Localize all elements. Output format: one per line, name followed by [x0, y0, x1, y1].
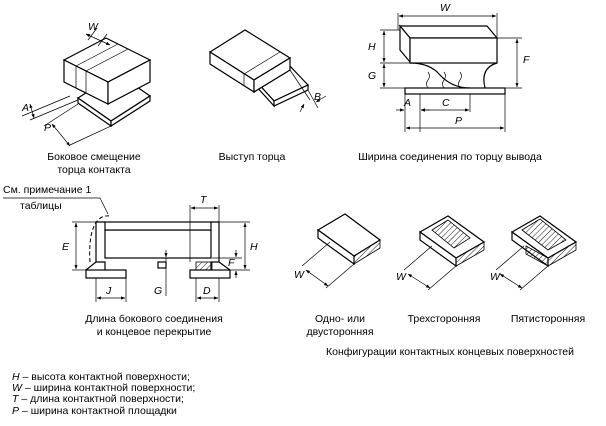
label-p: P	[44, 122, 51, 134]
legend-item: P – ширина контактной площадки	[12, 404, 177, 417]
config-label: Трехсторонняя	[408, 313, 481, 325]
config-label-line1: Одно- или	[315, 313, 365, 325]
label-a: A	[403, 97, 411, 109]
caption-line2: и концевое перекрытие	[97, 326, 212, 338]
config-three-sided: W Трехсторонняя	[396, 215, 486, 325]
legend: H – высота контактной поверхности; W – ш…	[12, 371, 196, 417]
caption: Выступ торца	[219, 151, 286, 163]
config-label-line2: двусторонняя	[306, 326, 373, 338]
label-c: C	[442, 97, 450, 109]
config-one-or-two-sided: W Одно- или двусторонняя	[294, 213, 382, 338]
label-w: W	[490, 271, 501, 283]
label-b: B	[314, 91, 321, 103]
label-j: J	[105, 285, 112, 297]
label-t: T	[200, 194, 208, 206]
caption-line1: Длина бокового соединения	[85, 313, 223, 325]
legend-item: H – высота контактной поверхности;	[12, 371, 190, 383]
label-a: A	[21, 102, 29, 114]
end-protrusion-figure: B Выступ торца	[208, 29, 327, 163]
label-g: G	[154, 285, 162, 297]
caption-line2: торца контакта	[57, 164, 130, 176]
config-label: Пятисторонняя	[511, 313, 585, 325]
label-w: W	[88, 21, 99, 33]
note-line1: См. примечание 1	[3, 184, 91, 196]
caption-line1: Боковое смещение	[47, 151, 141, 163]
side-offset-figure: W A P Боковое смещение торца контакта	[21, 21, 152, 176]
label-h: H	[368, 41, 376, 53]
configurations-figure: W Одно- или двусторонняя W Трехсторонняя	[294, 213, 585, 358]
label-f: F	[228, 257, 235, 269]
side-joint-length-figure: См. примечание 1 таблицы T E	[3, 184, 258, 338]
legend-item: T – длина контактной поверхности;	[12, 393, 184, 406]
label-g: G	[368, 70, 376, 82]
label-d: D	[203, 285, 211, 297]
config-five-sided: W Пятисторонняя	[490, 215, 585, 325]
legend-item: W – ширина контактной поверхности;	[12, 382, 196, 395]
caption: Ширина соединения по торцу вывода	[358, 151, 542, 163]
label-w: W	[294, 269, 305, 281]
label-w: W	[396, 271, 407, 283]
label-h: H	[250, 241, 258, 253]
configurations-caption: Конфигурации контактных концевых поверхн…	[326, 346, 574, 358]
label-f: F	[523, 54, 530, 66]
end-joint-width-figure: W H G F A C P Шир	[358, 2, 542, 163]
label-e: E	[62, 241, 70, 253]
label-w: W	[440, 2, 451, 14]
note-line2: таблицы	[20, 200, 62, 212]
label-p: P	[455, 115, 462, 127]
